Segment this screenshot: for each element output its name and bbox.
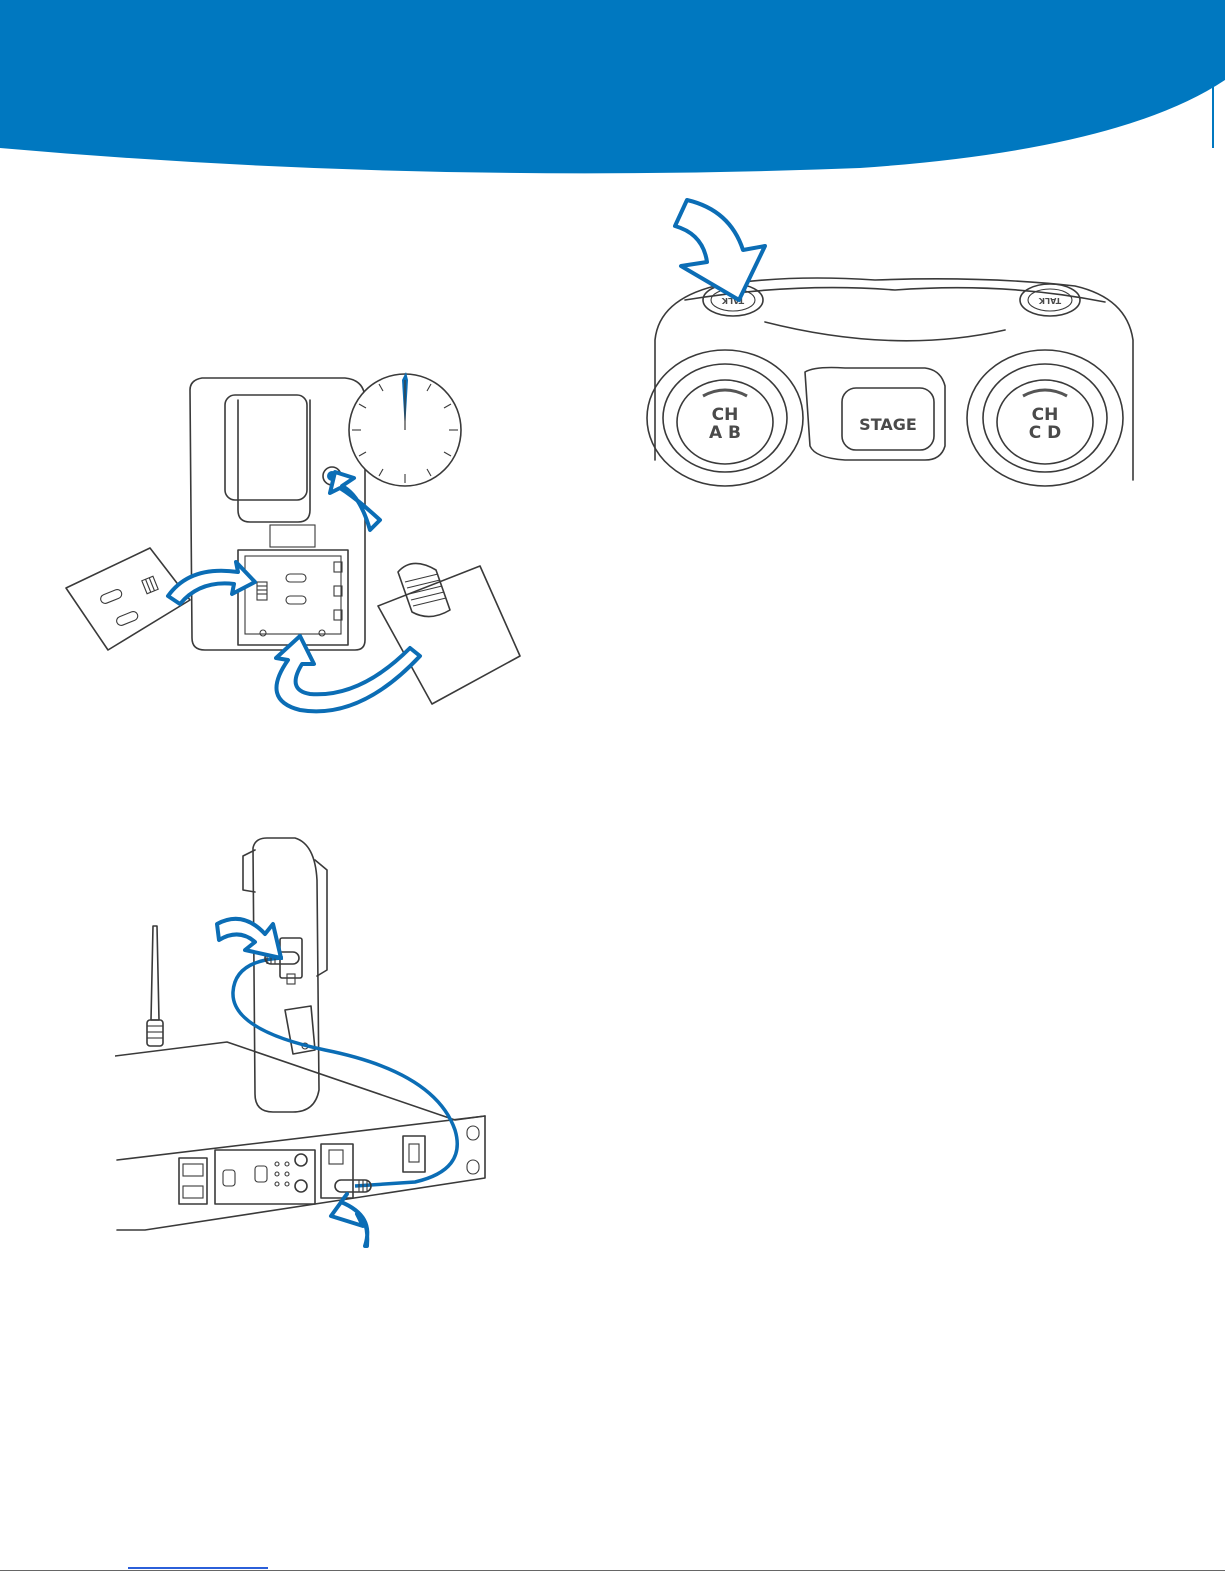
beltpack-icon — [243, 838, 327, 1112]
battery-door-icon — [378, 563, 520, 704]
channel-knob-ab[interactable]: CH A B — [647, 350, 803, 486]
blue-down-arrow-icon — [675, 200, 765, 300]
rack-top — [115, 1042, 485, 1120]
rack-base-station-icon — [117, 1116, 485, 1230]
dial-clock-icon — [349, 372, 461, 486]
footer-link-underline[interactable] — [128, 1567, 268, 1569]
blue-curved-arrow-icon — [330, 472, 380, 530]
blue-curved-arrow-icon — [276, 636, 420, 711]
belt-clip-icon — [225, 395, 315, 547]
knob-cd-line2: C D — [1029, 423, 1062, 443]
antenna-icon — [147, 926, 163, 1046]
blue-curved-arrow-icon — [331, 1194, 367, 1246]
blue-curved-arrow-icon — [168, 562, 255, 604]
figure-cable-connection — [115, 830, 495, 1260]
footer-rule — [0, 1570, 1225, 1571]
blue-curved-arrow-icon — [217, 919, 281, 958]
beltpack-body — [190, 378, 365, 650]
stage-label: STAGE — [859, 415, 917, 434]
knob-cd-line1: CH — [1032, 405, 1059, 425]
banner-edge — [1212, 82, 1214, 148]
stage-button[interactable]: STAGE — [805, 368, 945, 461]
cable-icon — [233, 958, 457, 1186]
figure-talk-buttons: TALK TALK CH A B CH C D STAGE — [645, 190, 1145, 500]
channel-knob-cd[interactable]: CH C D — [967, 350, 1123, 486]
talk-button-right[interactable]: TALK — [1020, 284, 1080, 316]
battery-contacts-icon — [257, 582, 267, 600]
talk-right-label: TALK — [1038, 296, 1061, 305]
battery-compartment — [238, 550, 348, 645]
figure-battery-install — [60, 360, 540, 730]
header-banner — [0, 0, 1225, 180]
knob-ab-line2: A B — [709, 423, 741, 443]
banner-shape — [0, 0, 1225, 173]
knob-ab-line1: CH — [712, 405, 739, 425]
